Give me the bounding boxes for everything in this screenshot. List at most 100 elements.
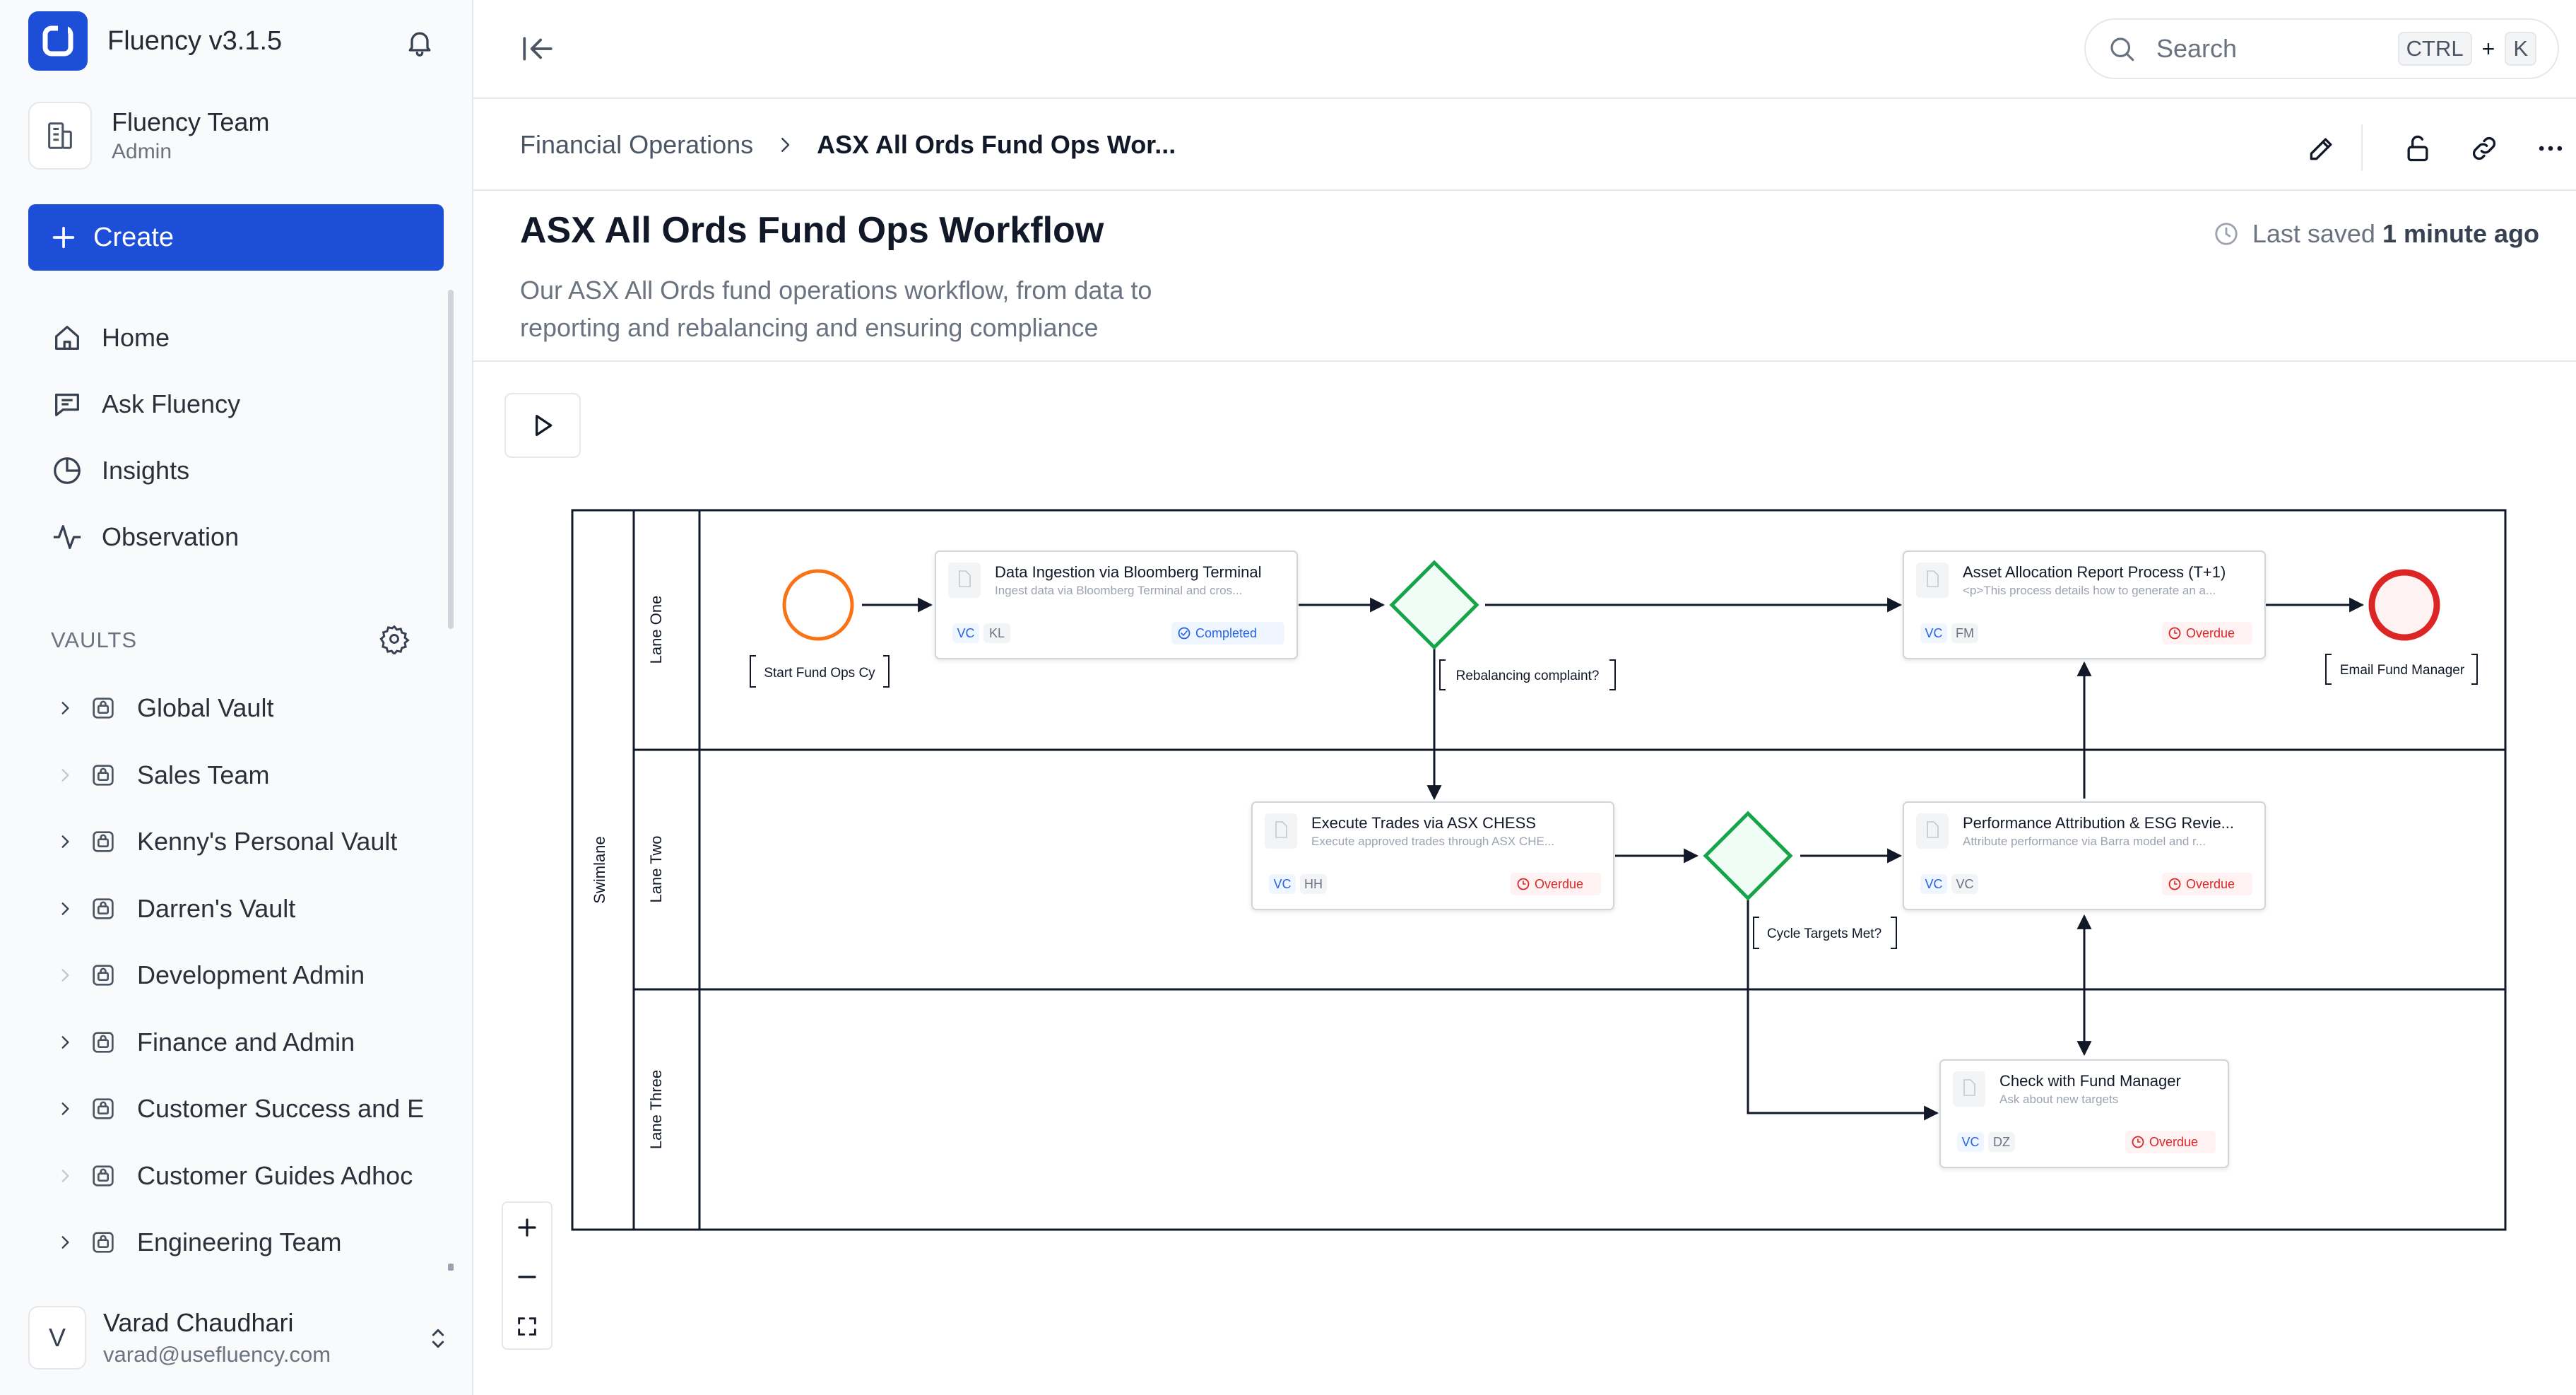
breadcrumb-parent[interactable]: Financial Operations [520, 130, 754, 159]
status-icon-glyph [2174, 881, 2178, 885]
owner-chip[interactable]: DZ [1988, 1132, 2015, 1152]
owner-chip-bg [1920, 874, 1947, 894]
vault-item[interactable]: Global Vault [52, 680, 448, 736]
vault-item[interactable]: Customer Guides Adhoc [52, 1148, 448, 1204]
link-icon[interactable] [2463, 127, 2505, 170]
annotation-text: Rebalancing complaint? [1456, 669, 1600, 683]
sidebar: Fluency v3.1.5 Fluency Team Admin Create [0, 0, 473, 1395]
task-title: Asset Allocation Report Process (T+1) [1963, 563, 2226, 581]
fluency-logo-icon [28, 11, 88, 71]
vault-icon [88, 760, 119, 791]
chevron-up-down-icon[interactable] [424, 1324, 452, 1353]
fit-view-button[interactable] [503, 1302, 551, 1351]
vault-item[interactable]: Kenny's Personal Vault [52, 813, 448, 870]
create-button[interactable]: Create [28, 204, 444, 271]
scroll-down-indicator[interactable] [448, 1264, 454, 1271]
status-badge: Overdue [1511, 873, 1601, 895]
task-title: Execute Trades via ASX CHESS [1311, 814, 1536, 832]
zoom-out-button[interactable] [503, 1252, 551, 1302]
collapse-sidebar-icon[interactable] [520, 31, 555, 66]
status-badge-bg [2125, 1131, 2216, 1153]
status-badge: Completed [1171, 622, 1284, 644]
vault-item[interactable]: Finance and Admin [52, 1014, 448, 1071]
vault-item[interactable]: Engineering Team [52, 1214, 448, 1271]
owner-initials: FM [1956, 626, 1974, 640]
minus-icon [514, 1264, 540, 1290]
fullscreen-icon [515, 1314, 539, 1338]
exclusive-gateway[interactable] [1703, 811, 1793, 901]
owner-initials: VC [1273, 877, 1291, 891]
vault-icon [88, 893, 119, 924]
activity-icon [49, 519, 85, 555]
search-box[interactable]: Search CTRL + K [2084, 18, 2559, 79]
vault-name: Darren's Vault [137, 893, 296, 923]
chevron-right-icon[interactable] [52, 1100, 78, 1118]
document-icon [1265, 813, 1297, 849]
vault-item[interactable]: Customer Success and E [52, 1081, 448, 1137]
owner-initials: VC [1956, 877, 1973, 891]
owner-chip[interactable]: VC [1920, 623, 1947, 643]
edit-icon[interactable] [2300, 127, 2343, 170]
nav-item-insights[interactable]: Insights [49, 442, 445, 499]
check-circle-icon [1178, 627, 1190, 640]
owner-initials: VC [1961, 1135, 1979, 1149]
nav-item-observation[interactable]: Observation [49, 509, 445, 565]
nav-item-ask-fluency[interactable]: Ask Fluency [49, 376, 445, 432]
zoom-in-button[interactable] [503, 1203, 551, 1252]
exclusive-gateway[interactable] [1389, 560, 1479, 650]
unlock-icon[interactable] [2397, 127, 2439, 170]
play-button[interactable] [504, 393, 581, 458]
chevron-right-icon[interactable] [52, 832, 78, 851]
bell-icon[interactable] [404, 27, 435, 58]
chevron-right-icon[interactable] [52, 900, 78, 918]
chevron-right-icon[interactable] [52, 966, 78, 984]
chevron-right-icon[interactable] [52, 766, 78, 784]
document-icon [1953, 1071, 1985, 1107]
team-switcher[interactable]: Fluency Team Admin [28, 99, 445, 172]
task-card[interactable]: Data Ingestion via Bloomberg TerminalIng… [935, 551, 1298, 659]
nav-item-home[interactable]: Home [49, 310, 445, 366]
end-event[interactable] [2368, 569, 2440, 641]
owner-chip[interactable]: VC [1951, 874, 1978, 894]
owner-chip[interactable]: VC [1957, 1132, 1984, 1152]
vault-item[interactable]: Sales Team [52, 747, 448, 804]
vault-item[interactable]: Development Admin [52, 947, 448, 1003]
owner-chip[interactable]: FM [1951, 623, 1978, 643]
owner-chip[interactable]: HH [1300, 874, 1327, 894]
start-event[interactable] [782, 569, 854, 641]
status-badge: Overdue [2162, 873, 2252, 895]
task-subtitle: Ingest data via Bloomberg Terminal and c… [995, 584, 1242, 597]
document-icon-bg [1265, 813, 1297, 849]
chevron-right-icon[interactable] [52, 1033, 78, 1052]
chevron-right-icon[interactable] [52, 699, 78, 717]
vaults-heading: VAULTS [51, 628, 137, 652]
status-icon-glyph [2137, 1138, 2141, 1143]
annotation-text: Email Fund Manager [2340, 663, 2465, 678]
lane-label: Lane Three [647, 1070, 665, 1149]
user-email: varad@usefluency.com [103, 1342, 331, 1367]
task-card[interactable]: Performance Attribution & ESG Revie...At… [1903, 801, 2266, 910]
vault-icon [88, 1160, 119, 1191]
vault-name: Engineering Team [137, 1228, 342, 1256]
sidebar-scrollbar[interactable] [448, 290, 454, 629]
status-icon-glyph [1181, 630, 1188, 637]
owner-chip[interactable]: VC [952, 623, 979, 643]
owner-chip[interactable]: KL [983, 623, 1010, 643]
search-input[interactable]: Search [2156, 34, 2238, 63]
gear-icon[interactable] [379, 623, 410, 654]
owner-chip-bg [1920, 623, 1947, 643]
more-options-icon[interactable] [2529, 127, 2572, 170]
status-badge-bg [2162, 873, 2252, 895]
vault-item[interactable]: Darren's Vault [52, 881, 448, 937]
owner-chip[interactable]: VC [1269, 874, 1296, 894]
task-subtitle: <p>This process details how to generate … [1963, 584, 2216, 597]
chevron-right-icon[interactable] [52, 1233, 78, 1252]
task-card[interactable]: Asset Allocation Report Process (T+1) <p>… [1903, 551, 2266, 659]
chevron-right-icon[interactable] [52, 1167, 78, 1185]
vault-name: Customer Success and E [137, 1094, 425, 1123]
owner-chip[interactable]: VC [1920, 874, 1947, 894]
user-menu[interactable]: V Varad Chaudhari varad@usefluency.com [28, 1299, 452, 1377]
